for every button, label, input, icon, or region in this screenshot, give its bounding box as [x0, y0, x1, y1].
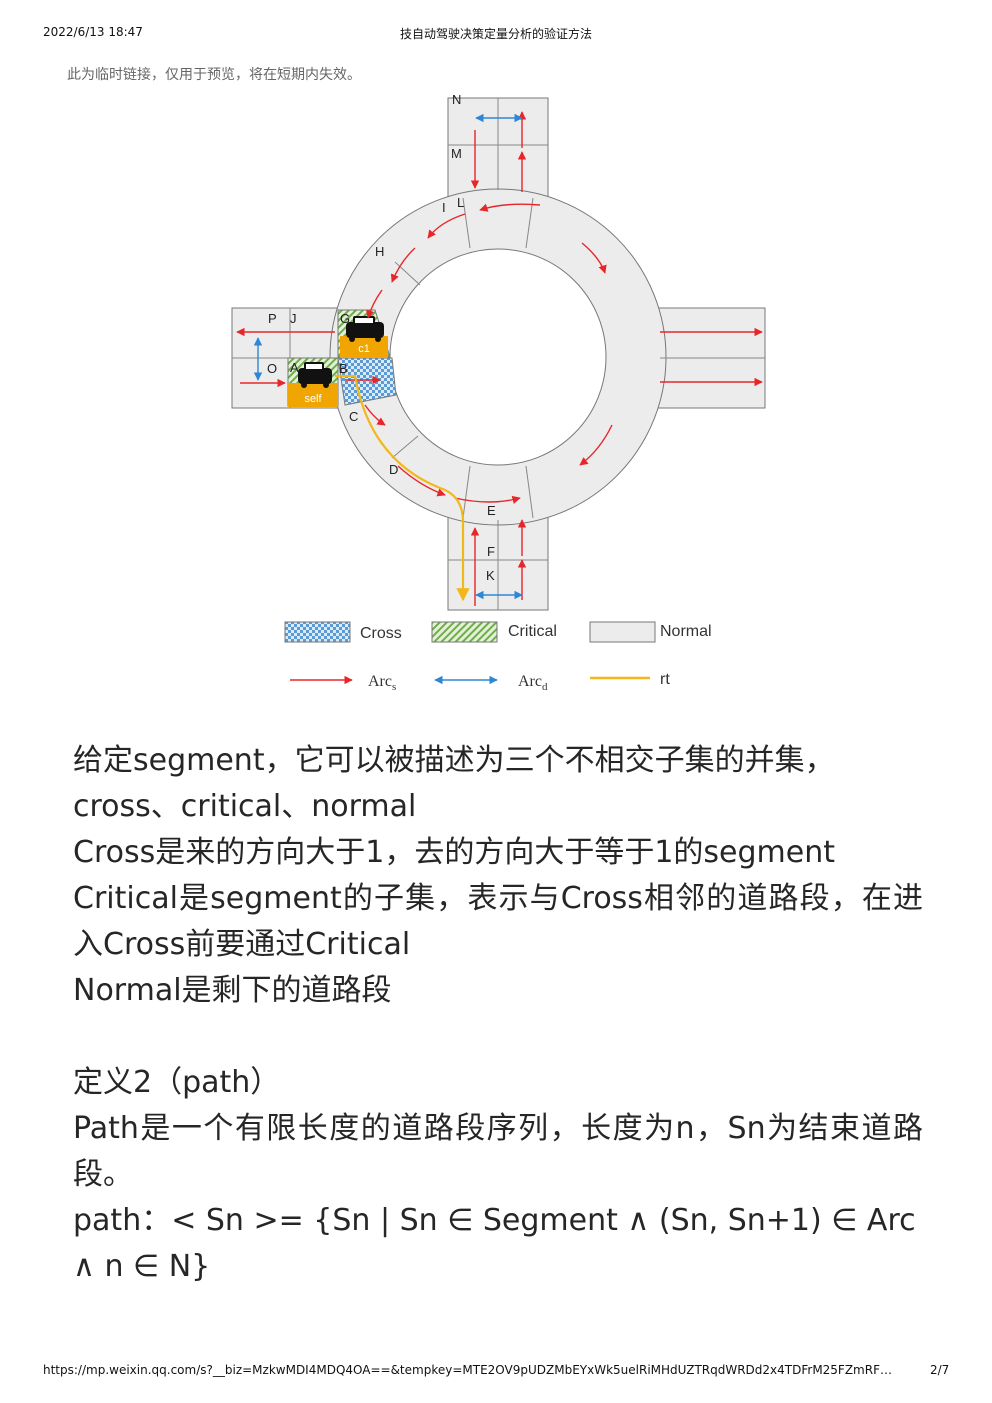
roundabout-island — [389, 248, 607, 466]
path-formula-line-1: path：< Sn >= {Sn | Sn ∈ Segment ∧ (Sn, S… — [73, 1203, 916, 1238]
paragraph-segment-intro: 给定segment，它可以被描述为三个不相交子集的并集， — [73, 743, 835, 778]
arc-d-arrows — [253, 113, 523, 600]
route-rt-arrow — [335, 374, 470, 602]
legend-critical-label: Critical — [508, 623, 557, 640]
path-formula-line-2: ∧ n ∈ N} — [73, 1249, 211, 1284]
segment-label-j: J — [290, 311, 297, 326]
segment-label-b: B — [339, 361, 348, 376]
legend-critical-swatch — [431, 621, 498, 643]
paragraph-critical-definition: Critical是segment的子集，表示与Cross相邻的道路段，在进入Cr… — [73, 881, 923, 962]
self-vehicle-highlight — [288, 383, 338, 407]
roundabout-figure: self c1 N M I L H G P J O A B C D E F K — [220, 95, 780, 700]
legend-rt-label: rt — [660, 671, 670, 688]
legend-cross-swatch — [284, 621, 351, 643]
segment-label-e: E — [487, 503, 496, 518]
segment-label-i: I — [442, 200, 446, 215]
legend-normal-label: Normal — [660, 623, 712, 640]
definition-2-title: 定义2（path） — [73, 1065, 281, 1100]
definition-2-text: Path是一个有限长度的道路段序列，长度为n，Sn为结束道路段。 — [73, 1111, 923, 1192]
header-datetime: 2022/6/13 18:47 — [43, 25, 143, 39]
arc-s-arrows — [236, 111, 763, 606]
legend-arc-d-main: Arc — [518, 673, 542, 690]
figure-legend: Cross Critical Normal Arcs Arcd rt — [284, 621, 712, 693]
legend-arc-s-sub: s — [392, 681, 396, 693]
self-car-icon — [298, 362, 332, 388]
segment-label-p: P — [268, 311, 277, 326]
legend-cross-label: Cross — [360, 625, 402, 642]
header-title: 技自动驾驶决策定量分析的验证方法 — [399, 27, 592, 41]
paragraph-cross-definition: Cross是来的方向大于1，去的方向大于等于1的segment — [73, 835, 835, 870]
segment-label-c: C — [349, 409, 358, 424]
footer-page-number: 2/7 — [930, 1363, 950, 1377]
vehicle-label-c1: c1 — [358, 343, 370, 355]
segment-label-m: M — [451, 146, 462, 161]
segment-labels: N M I L H G P J O A B C D E F K — [267, 95, 496, 583]
segment-label-l: L — [457, 195, 464, 210]
segment-label-a: A — [290, 360, 299, 375]
c1-car-icon — [346, 316, 384, 342]
segment-label-d: D — [389, 462, 398, 477]
legend-arc-d-sub: d — [542, 681, 548, 693]
temporary-link-notice: 此为临时链接，仅用于预览，将在短期内失效。 — [67, 67, 361, 83]
paragraph-normal-definition: Normal是剩下的道路段 — [73, 973, 392, 1008]
legend-arc-s-label: Arcs — [368, 673, 396, 693]
paragraph-spacer — [73, 1014, 923, 1060]
segment-label-k: K — [486, 568, 495, 583]
segment-label-f: F — [487, 544, 495, 559]
segment-label-h: H — [375, 244, 384, 259]
footer-url[interactable]: https://mp.weixin.qq.com/s?__biz=MzkwMDI… — [43, 1363, 892, 1377]
paragraph-segment-subsets: cross、critical、normal — [73, 789, 417, 824]
vehicle-label-self: self — [304, 393, 322, 405]
legend-normal-swatch — [589, 621, 656, 643]
legend-arc-s-main: Arc — [368, 673, 392, 690]
segment-label-g: G — [340, 311, 350, 326]
legend-arc-d-label: Arcd — [518, 673, 548, 693]
segment-label-o: O — [267, 361, 277, 376]
article-body: 给定segment，它可以被描述为三个不相交子集的并集， cross、criti… — [73, 738, 923, 1290]
segment-label-n: N — [452, 95, 461, 107]
